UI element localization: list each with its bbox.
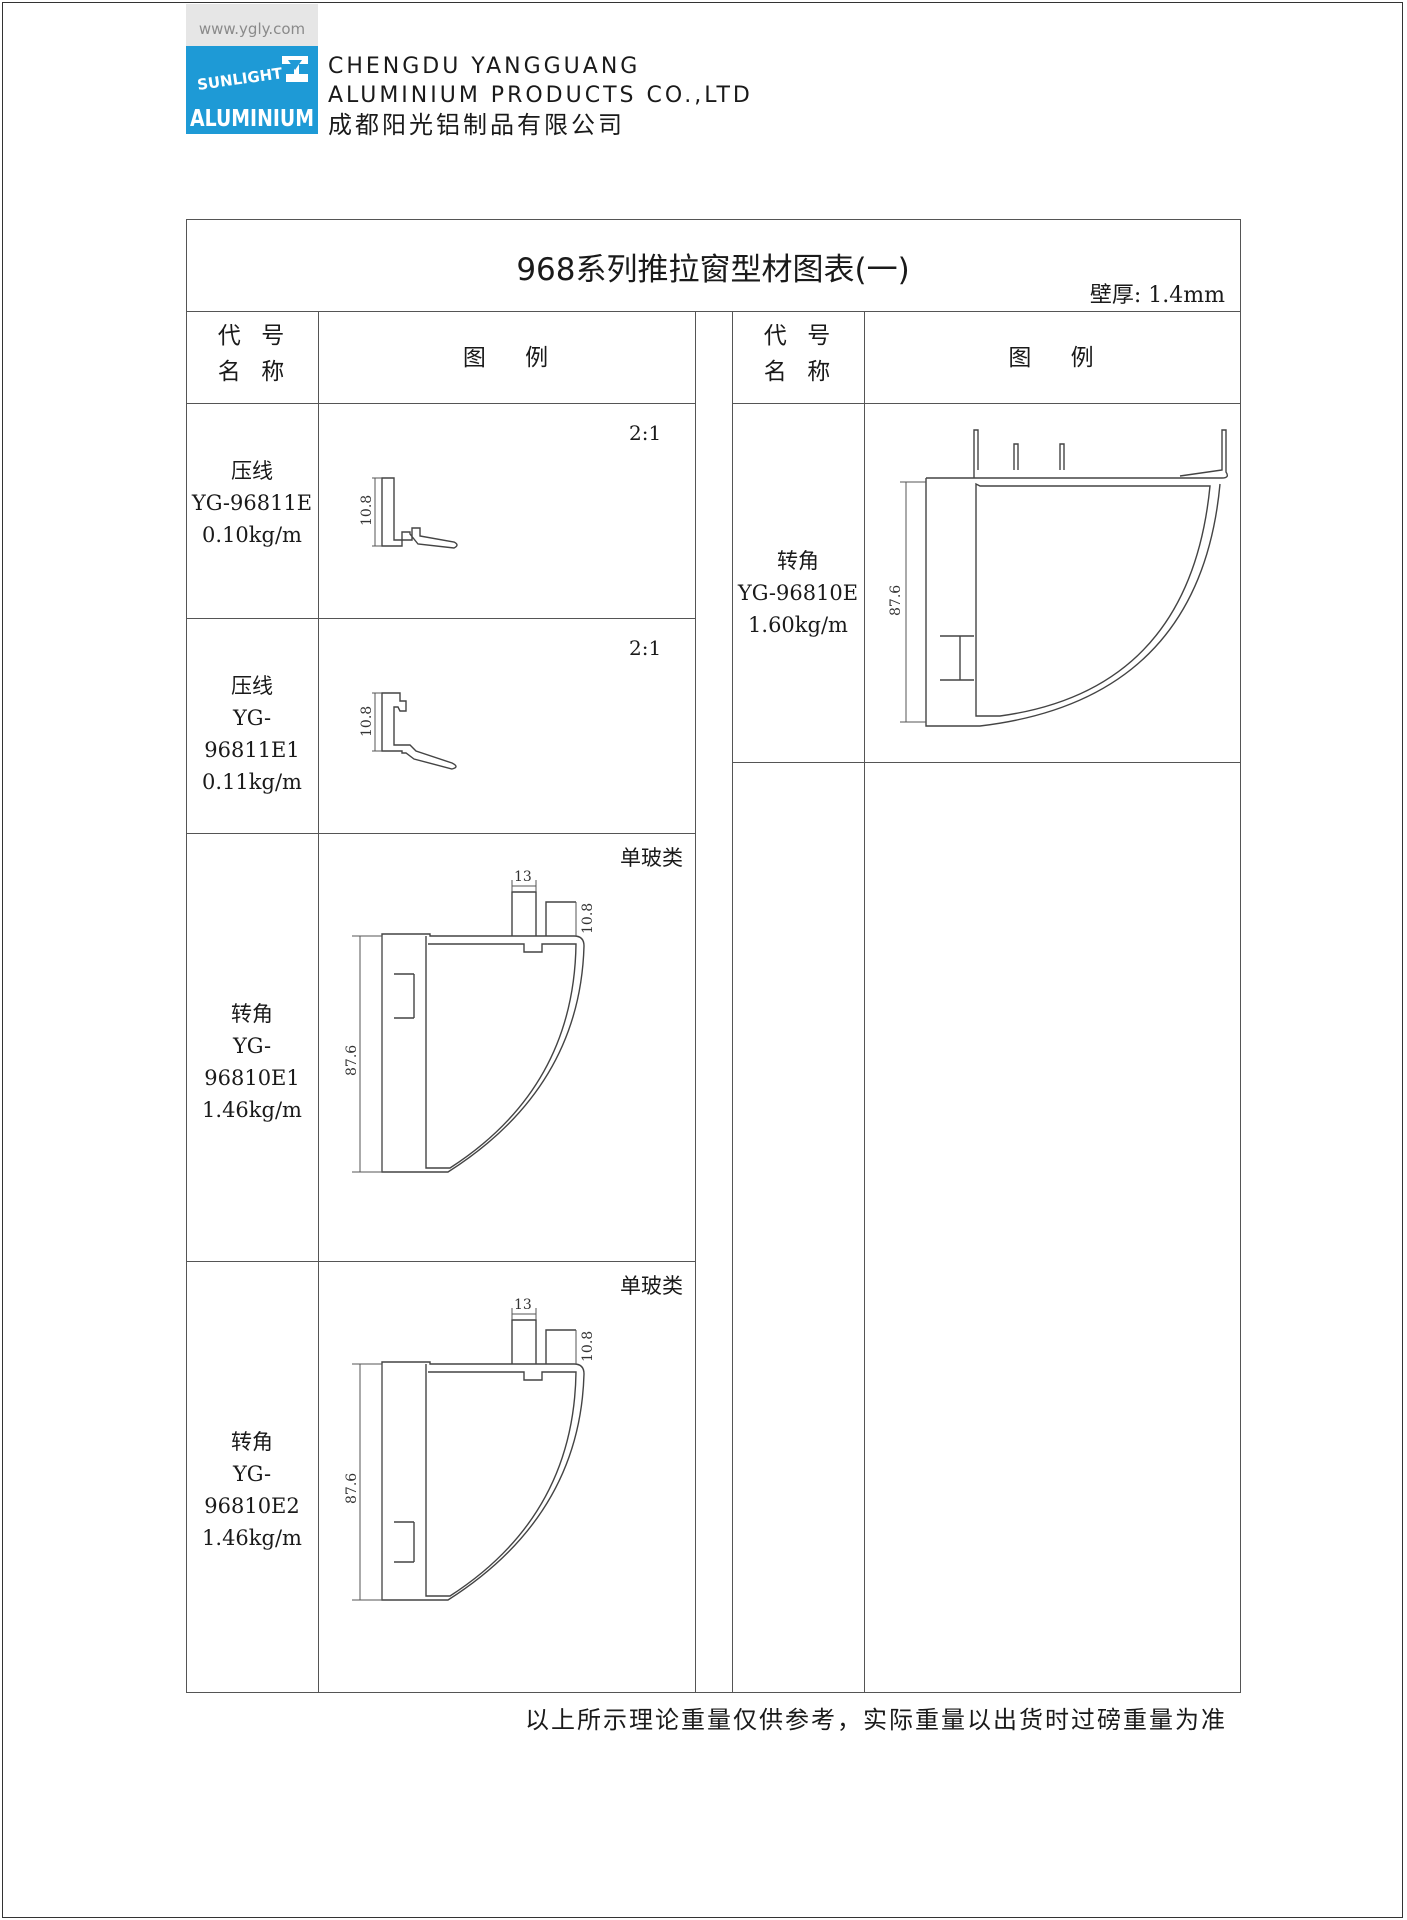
profile-name: 压线 [231,459,273,483]
profile-weight: 0.11kg/m [202,770,302,794]
profile-name: 转角 [777,549,819,573]
company-name-en-2: ALUMINIUM PRODUCTS CO.,LTD [328,83,753,108]
footer-note: 以上所示理论重量仅供参考，实际重量以出货时过磅重量为准 [525,1706,1227,1734]
dim-height: 10.8 [580,1331,596,1362]
logo-word-bottom: ALUMINIUM [190,106,314,132]
profile-weight: 1.46kg/m [202,1526,302,1550]
profile-code: YG-96810E [737,581,859,605]
profile-info: 压线 YG-96811E1 0.11kg/m [186,670,318,798]
profile-info: 转角 YG-96810E 1.60kg/m [732,545,864,641]
profile-info: 转角 YG-96810E1 1.46kg/m [186,998,318,1126]
profile-weight: 1.46kg/m [202,1098,302,1122]
profile-info: 压线 YG-96811E 0.10kg/m [186,455,318,551]
drawing-scale: 2:1 [629,636,662,660]
profile-drawing-96810E1: 87.6 13 10.8 [344,869,596,1173]
profile-code: YG-96811E1 [204,706,300,762]
right-header-drawing: 图 例 [1008,345,1096,371]
profile-name: 压线 [231,674,273,698]
profile-drawing-96810E2: 87.6 13 10.8 [344,1297,596,1601]
profile-weight: 0.10kg/m [202,523,302,547]
glass-type-note: 单玻类 [620,846,683,870]
right-header-code-name: 代 号 名 称 [763,323,833,385]
dim-width: 13 [514,1297,532,1313]
profile-code: YG-96811E [191,491,313,515]
logo-site-text: www.ygly.com [199,20,305,38]
dim-main: 87.6 [344,1473,360,1504]
profile-info: 转角 YG-96810E2 1.46kg/m [186,1426,318,1554]
company-name-en-1: CHENGDU YANGGUANG [328,54,641,79]
dim-height: 10.8 [580,903,596,934]
dim-main: 87.6 [344,1045,360,1076]
dim-main: 87.6 [888,585,904,616]
company-name: CHENGDU YANGGUANG ALUMINIUM PRODUCTS CO.… [328,52,753,140]
dim-height: 10.8 [359,495,375,526]
profile-drawing-96811E: 10.8 [359,477,458,549]
left-header-code-name: 代 号 名 称 [217,323,287,385]
dim-height: 10.8 [359,706,375,737]
company-name-cn: 成都阳光铝制品有限公司 [328,111,625,139]
wall-thickness: 壁厚: 1.4mm [1089,283,1225,308]
document-title: 968系列推拉窗型材图表(一) [516,252,910,288]
glass-type-note: 单玻类 [620,1274,683,1298]
profile-name: 转角 [231,1430,273,1454]
profile-drawing-96811E1: 10.8 [359,692,457,770]
profile-drawing-96810E: 87.6 [888,429,1229,727]
left-header-drawing: 图 例 [462,345,551,371]
drawing-scale: 2:1 [629,421,662,445]
profile-weight: 1.60kg/m [748,613,848,637]
profile-code: YG-96810E2 [204,1462,300,1518]
company-logo: www.ygly.com SUNLIGHT ALUMINIUM [186,4,318,134]
profile-name: 转角 [231,1002,273,1026]
profile-code: YG-96810E1 [204,1034,300,1090]
dim-width: 13 [514,869,532,885]
